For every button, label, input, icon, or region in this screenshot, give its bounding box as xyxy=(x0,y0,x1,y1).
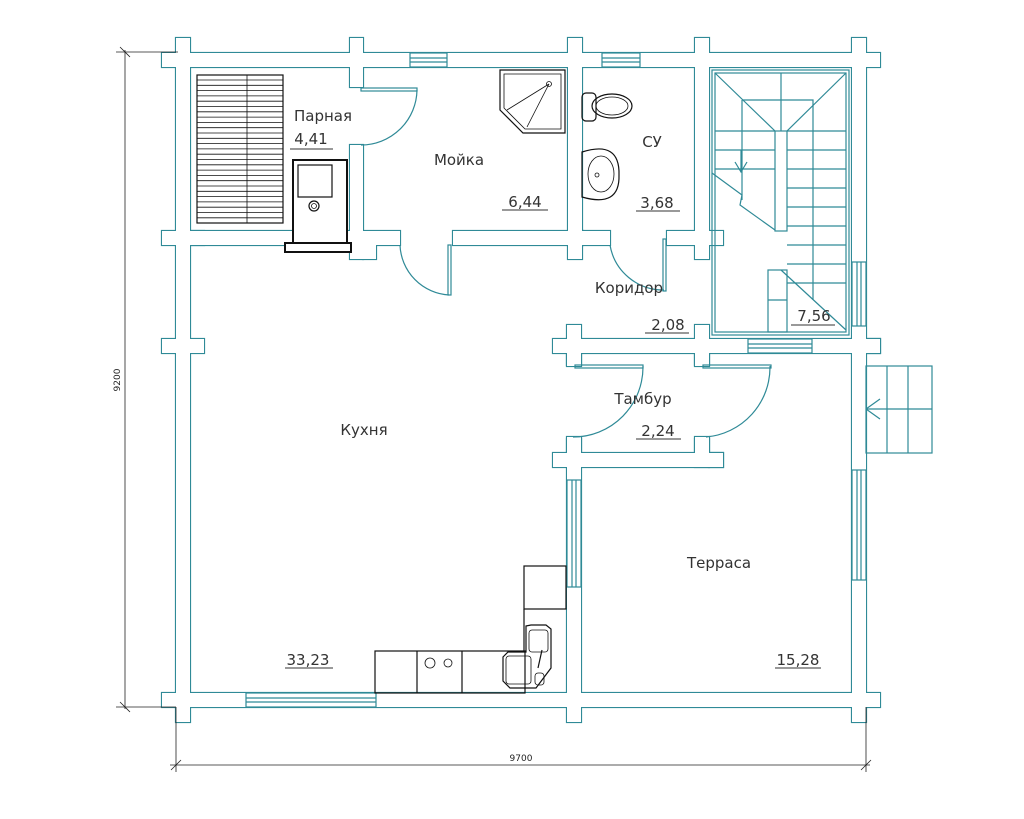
wall-fill xyxy=(567,353,581,365)
toilet xyxy=(581,92,633,122)
wall-fill xyxy=(852,38,866,53)
wall-fill xyxy=(350,145,363,245)
sauna-stove xyxy=(284,159,352,253)
wall-fill xyxy=(190,231,204,245)
wall-fill xyxy=(695,439,709,453)
room-area-moyka: 6,44 xyxy=(508,193,541,211)
wall-fill xyxy=(695,38,709,53)
room-area-terrasa: 15,28 xyxy=(777,651,820,669)
window xyxy=(566,479,582,588)
wall-fill xyxy=(709,453,723,467)
wall-fill xyxy=(176,707,190,722)
room-area-kukhnya: 33,23 xyxy=(287,651,330,669)
dimension-height: 9200 xyxy=(113,368,123,391)
wall-fill xyxy=(162,339,176,353)
room-area-koridor: 2,08 xyxy=(651,316,684,334)
doors xyxy=(360,87,772,438)
room-name-moyka: Мойка xyxy=(434,151,484,169)
terrace-steps xyxy=(865,365,933,454)
dimension-width: 9700 xyxy=(510,754,533,764)
window xyxy=(245,692,377,708)
washbasin xyxy=(581,148,620,201)
wall-fill xyxy=(866,693,880,707)
wall-fill xyxy=(695,353,709,365)
window xyxy=(601,52,641,68)
wall-fill xyxy=(190,339,204,353)
wall-fill xyxy=(695,245,709,259)
window xyxy=(409,52,448,68)
room-name-koridor: Коридор xyxy=(595,279,663,297)
sauna-bench xyxy=(196,74,284,224)
wall-fill xyxy=(567,707,581,722)
dimension-lines xyxy=(116,46,872,772)
room-area-stairs: 7,56 xyxy=(797,307,830,325)
wall-fill xyxy=(852,707,866,722)
room-name-su: СУ xyxy=(642,133,662,151)
wall-fill xyxy=(162,693,176,707)
wall-fill xyxy=(695,53,709,245)
wall-fill xyxy=(709,231,723,245)
wall-fill xyxy=(866,53,880,67)
wall-fill xyxy=(350,245,363,259)
wall-fill xyxy=(567,325,581,339)
wall-fill xyxy=(553,453,723,467)
room-name-tambur: Тамбур xyxy=(613,390,671,408)
wall-fill xyxy=(695,325,709,339)
wall-fill xyxy=(176,38,190,53)
kitchen-unit xyxy=(374,565,567,694)
window xyxy=(851,261,867,327)
window xyxy=(851,469,867,581)
room-name-parnaya: Парная xyxy=(294,107,352,125)
room-area-su: 3,68 xyxy=(640,194,673,212)
wall-fill xyxy=(363,245,376,259)
windows xyxy=(245,52,867,708)
wall-fill xyxy=(567,439,581,453)
wall-fill xyxy=(453,231,583,245)
room-labels: Парная 4,41 Мойка 6,44 СУ 3,68 Коридор 2… xyxy=(285,107,835,669)
room-name-terrasa: Терраса xyxy=(686,554,751,572)
wall-fill xyxy=(162,231,176,245)
wall-fill xyxy=(568,245,582,259)
wall-fill xyxy=(350,38,363,53)
staircase xyxy=(711,69,850,336)
wall-fill xyxy=(176,53,866,67)
walls xyxy=(160,36,882,724)
wall-fill xyxy=(568,38,582,53)
wall-fill xyxy=(852,53,866,707)
wall-fill xyxy=(866,339,880,353)
wall-fill xyxy=(162,53,176,67)
shower-cabin xyxy=(499,69,566,134)
room-area-tambur: 2,24 xyxy=(641,422,674,440)
window xyxy=(747,338,813,354)
wall-fill xyxy=(852,339,866,353)
room-area-parnaya: 4,41 xyxy=(294,130,327,148)
room-name-kukhnya: Кухня xyxy=(340,421,387,439)
wall-fill xyxy=(350,53,363,87)
wall-fill xyxy=(568,53,582,245)
wall-fill xyxy=(553,339,880,353)
wall-fill xyxy=(176,53,190,707)
